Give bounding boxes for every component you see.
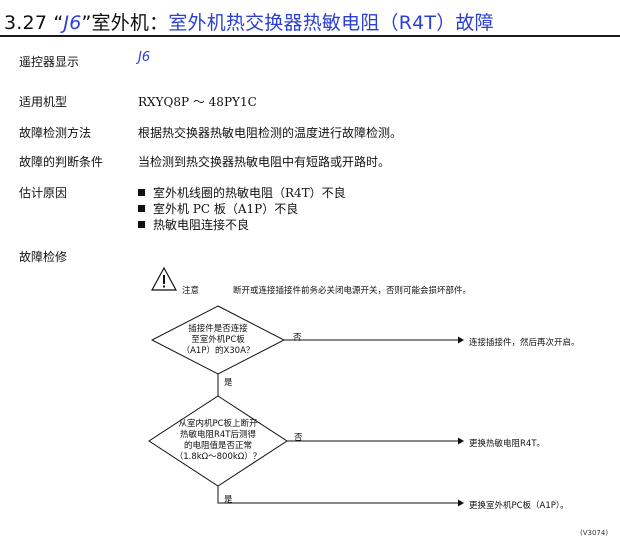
action-3-text: 更换室外机PC板（A1P）。 [469,501,569,511]
cause-item: 热敏电阻连接不良 [138,216,249,233]
arrowhead-icon [458,336,464,344]
action-1-text: 连接插接件，然后再次开启。 [469,338,580,348]
caution-icon [150,266,178,291]
decision-2-line: 从室内机PC板上断开 [178,419,258,429]
row-label-judgment-condition: 故障的判断条件 [19,155,104,169]
cause-text: 室外机线圈的热敏电阻（R4T）不良 [153,186,346,200]
decision-2-line: 的电阻值是否正常 [183,441,252,451]
cause-text: 热敏电阻连接不良 [153,218,250,232]
decision-2-line: 热敏电阻R4T后测得 [179,430,256,440]
bullet-icon [138,221,145,228]
bullet-icon [138,189,145,196]
cause-item: 室外机 PC 板（A1P）不良 [138,200,298,217]
decision-1-line: （A1P）的X30A？ [181,346,255,356]
title-middle: ”室外机： [81,12,169,34]
title-prefix: 3.27 “ [4,12,64,34]
row-value-judgment-condition: 当检测到热交换器热敏电阻中有短路或开路时。 [138,155,391,169]
row-label-detection-method: 故障检测方法 [19,126,92,140]
decision-2-yes-label: 是 [224,495,233,505]
decision-2-text: 从室内机PC板上断开 热敏电阻R4T后测得 的电阻值是否正常 （1.8kΩ～80… [160,419,276,463]
row-value-applicable-models: RXYQ8P ～ 48PY1C [138,95,257,109]
row-value-detection-method: 根据热交换器热敏电阻检测的温度进行故障检测。 [138,126,403,140]
decision-1-yes-label: 是 [224,378,233,388]
arrowhead-icon [458,437,464,445]
row-label-applicable-models: 适用机型 [19,95,68,109]
title-error-code: J6 [63,12,82,34]
cause-text: 室外机 PC 板（A1P）不良 [153,202,299,216]
action-2-text: 更换热敏电阻R4T。 [469,439,546,449]
flow-arrow-q2-yes [217,486,458,504]
troubleshooting-label: 故障检修 [19,250,68,264]
figure-code: (V3074) [580,529,609,537]
decision-1-line: 至室外机PC板 [191,335,245,345]
decision-2-line: （1.8kΩ～800kΩ）？ [174,452,262,462]
decision-1-no-label: 否 [293,333,302,343]
cause-item: 室外机线圈的热敏电阻（R4T）不良 [138,184,346,201]
row-value-remote-display: J6 [138,50,151,65]
title-underline [0,35,620,37]
caution-label: 注意 [182,286,200,296]
decision-1-line: 插接件是否连接 [188,324,248,334]
title-subtitle: 室外机热交换器热敏电阻（R4T）故障 [168,12,494,34]
page-title: 3.27 “J6”室外机：室外机热交换器热敏电阻（R4T）故障 [4,8,494,35]
decision-1-text: 插接件是否连接 至室外机PC板 （A1P）的X30A？ [166,324,270,357]
bullet-icon [138,205,145,212]
arrowhead-icon [458,499,464,507]
row-label-remote-display: 遥控器显示 [19,55,80,69]
caution-text: 断开或连接插接件前务必关闭电源开关，否则可能会损坏部件。 [233,286,472,296]
row-label-presumed-causes: 估计原因 [19,186,68,200]
decision-2-no-label: 否 [294,433,303,443]
